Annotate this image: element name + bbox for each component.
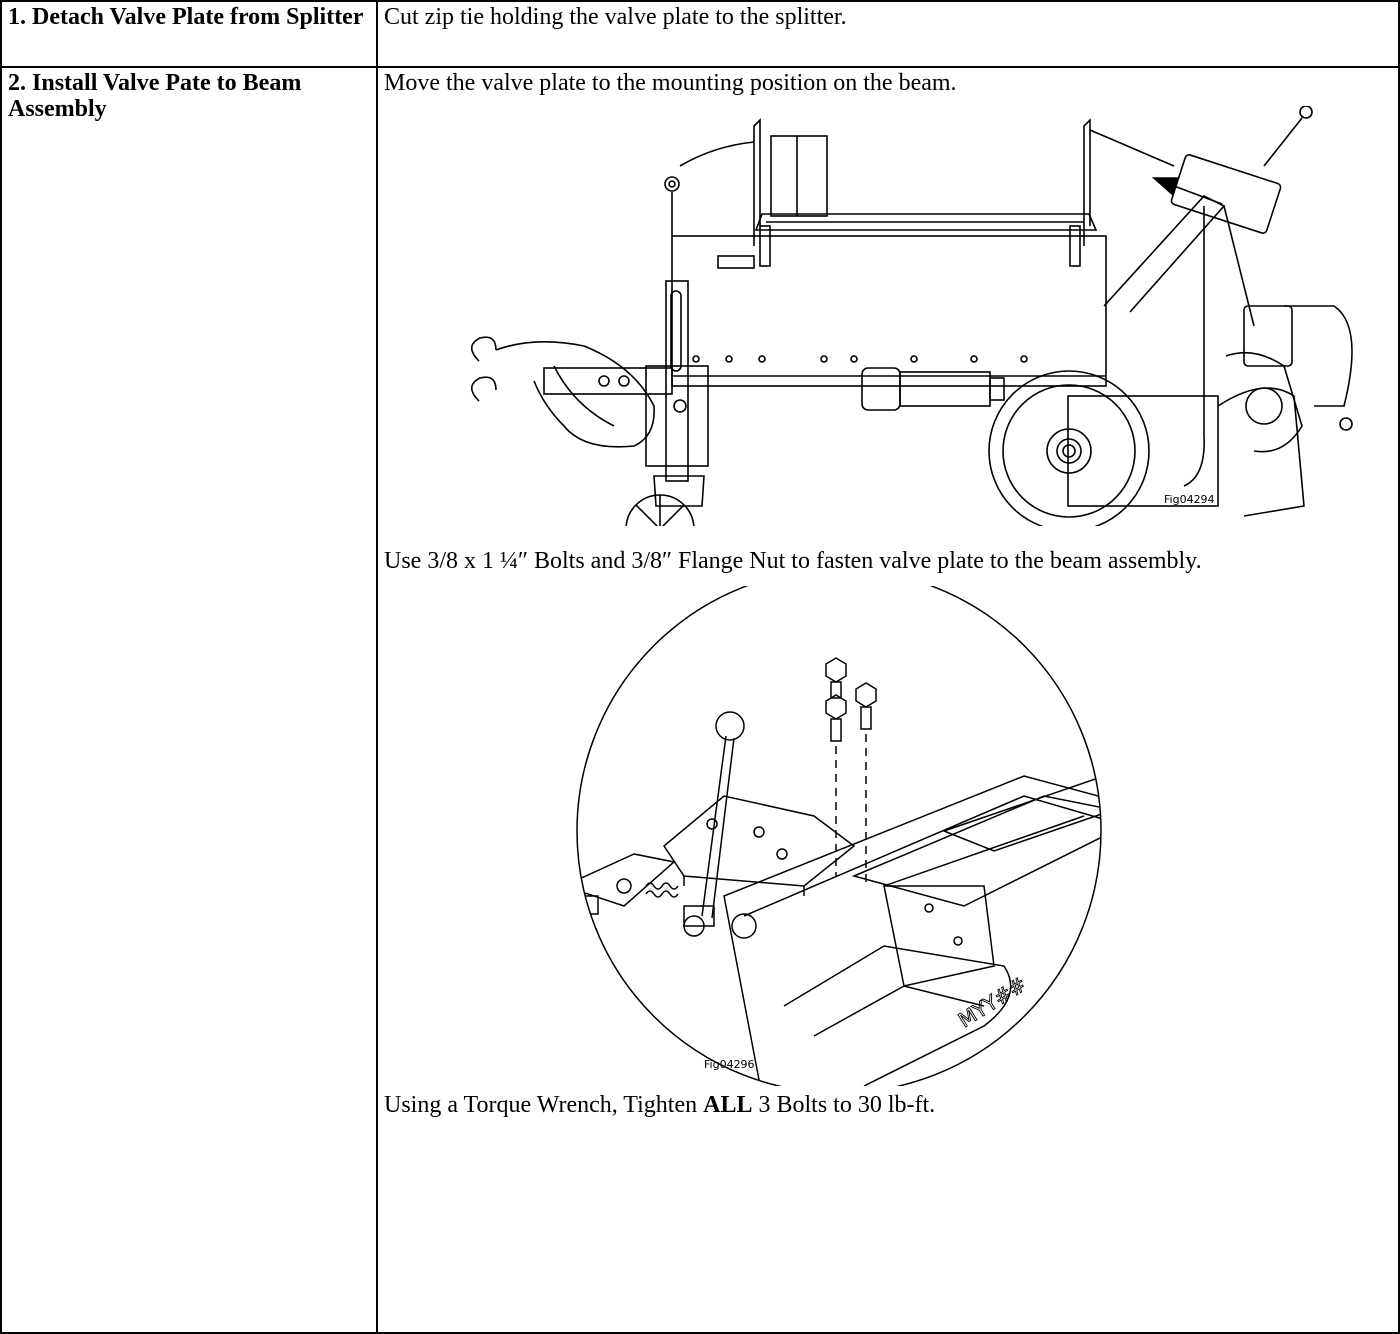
step-2-title: 2. Install Valve Pate to Beam Assembly [0, 66, 378, 1334]
step-1-text: Cut zip tie holding the valve plate to t… [384, 4, 847, 30]
fig2-label: Fig04296 [704, 1058, 755, 1071]
splitter-side-view-figure: Fig04294 [470, 106, 1353, 526]
torque-text-post: 3 Bolts to 30 lb-ft. [752, 1092, 936, 1118]
step-1-body: Cut zip tie holding the valve plate to t… [376, 0, 1400, 68]
step-row-2: 2. Install Valve Pate to Beam Assembly M… [0, 66, 1400, 1334]
step-2-text-move: Move the valve plate to the mounting pos… [384, 70, 957, 96]
step-2-body: Move the valve plate to the mounting pos… [376, 66, 1400, 1334]
step-row-1: 1. Detach Valve Plate from Splitter Cut … [0, 0, 1400, 68]
fig1-label: Fig04294 [1164, 493, 1215, 506]
torque-text-bold: ALL [703, 1092, 753, 1118]
step-2-text-torque: Using a Torque Wrench, Tighten ALL 3 Bol… [384, 1092, 1392, 1118]
torque-text-pre: Using a Torque Wrench, Tighten [384, 1092, 704, 1118]
beam-stamp: MYY## [954, 972, 1031, 1032]
step-2-text-fasten: Use 3/8 x 1 ¼″ Bolts and 3/8″ Flange Nut… [384, 548, 1202, 574]
valve-plate-detail-figure: Fig04296 MYY## [576, 586, 1102, 1086]
step-1-title: 1. Detach Valve Plate from Splitter [0, 0, 378, 68]
